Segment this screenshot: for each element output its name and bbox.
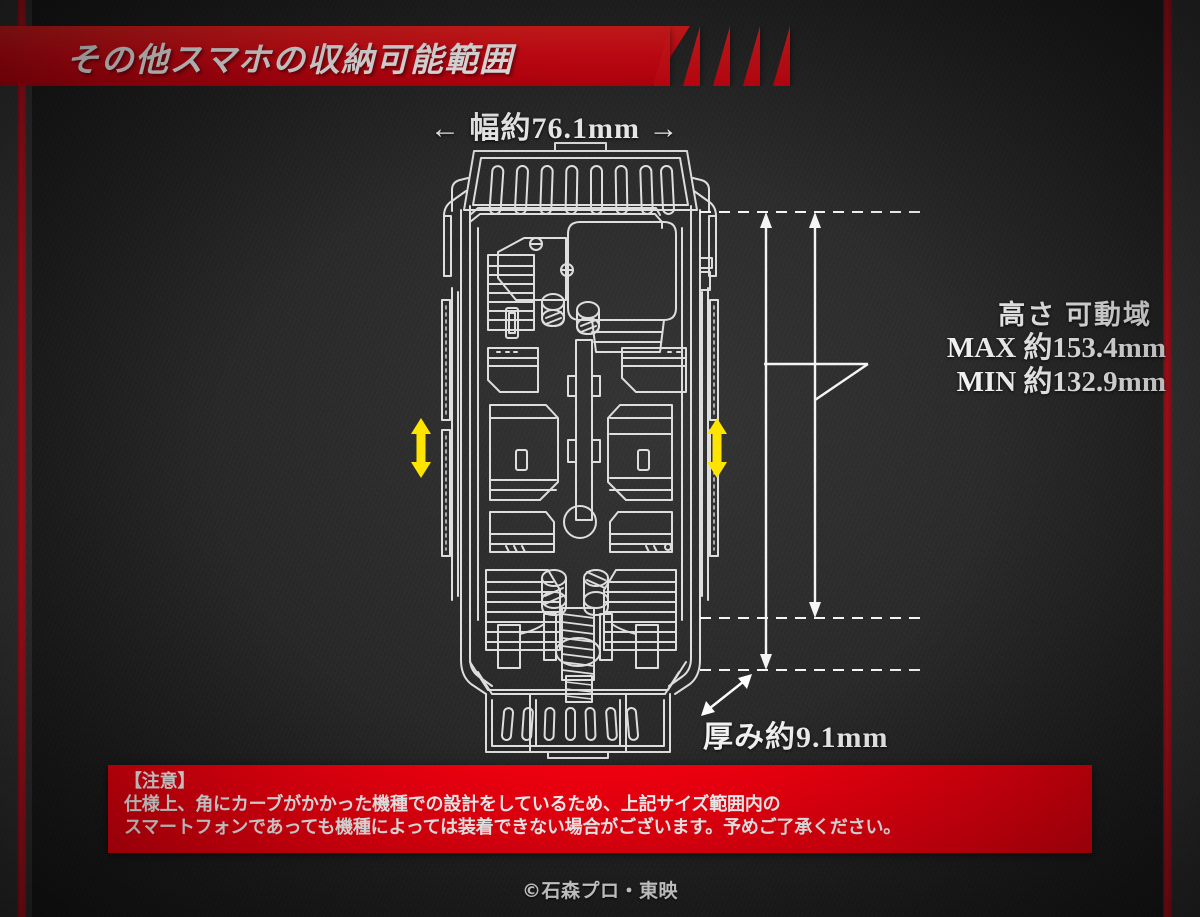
right-red-rail [1163,0,1172,917]
page-title: その他スマホの収納可能範囲 [66,40,514,79]
height-max-line: MAX 約153.4mm [946,331,1166,364]
width-dimension-label: ← 幅約76.1mm → [430,112,680,145]
notice-heading: 【注意】 [124,771,196,792]
height-range-title: 高さ 可動域 [998,300,1152,330]
notice-line-2: スマートフォンであっても機種によっては装着できない場合がございます。予めご了承く… [124,816,902,838]
left-red-rail [17,0,26,917]
copyright-text: ©石森プロ・東映 [521,880,678,902]
thickness-dimension-label: 厚み約9.1mm [703,721,889,754]
height-min-line: MIN 約132.9mm [956,365,1166,398]
height-dimension-label: 高さ 可動域 MAX 約153.4mm MIN 約132.9mm [947,300,1166,399]
notice-box: 【注意】 仕様上、角にカーブがかかった機種での設計をしているため、上記サイズ範囲… [108,765,1092,853]
notice-line-1: 仕様上、角にカーブがかかった機種での設計をしているため、上記サイズ範囲内の [124,793,781,815]
